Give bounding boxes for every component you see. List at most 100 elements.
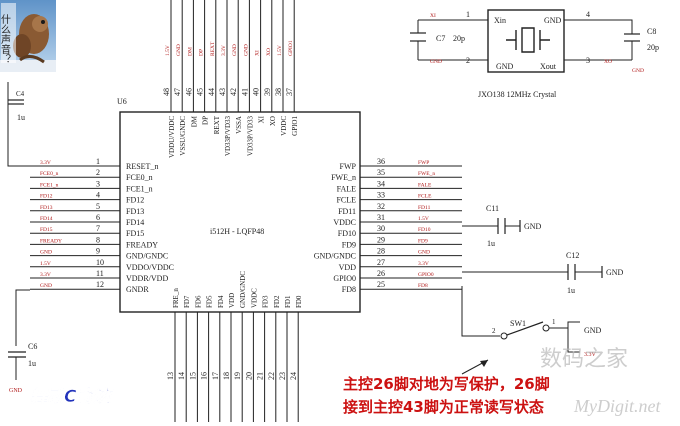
top-pin-name: VSSU/GNDC [179, 116, 187, 156]
right-pin-name: FD10 [338, 229, 356, 238]
left-pin-name: RESET_n [126, 162, 158, 171]
left-pin-name: VDDR/VDD [126, 274, 168, 283]
left-pin-number: 5 [96, 202, 100, 211]
chip-body [119, 111, 361, 313]
right-pin-number: 33 [377, 191, 385, 200]
left-pin-number: 10 [96, 258, 104, 267]
bottom-pin-name: FD5 [206, 295, 214, 308]
top-pin-number: 47 [173, 88, 182, 96]
c4-value: 1u [17, 113, 25, 122]
right-pin-name: FALE [337, 184, 357, 193]
crystal-block: Xin GND GND Xout 1 2 4 3 XI XO JXO138 12… [410, 9, 659, 99]
bottom-pin-group: FRE_n13FD714FD615FD516FD417VDD18GND/GNDC… [166, 271, 303, 422]
left-pin-net: FD12 [40, 194, 53, 200]
bottom-pin-number: 16 [200, 372, 209, 380]
c6-capacitor: C6 1u GND [8, 342, 37, 394]
right-pin-net: GPIO0 [418, 272, 434, 278]
bottom-pin-name: FD7 [183, 295, 191, 308]
right-pin-number: 34 [377, 179, 385, 188]
avatar-caption: 什么声音？ [0, 14, 11, 64]
c11-capacitor: C11 1u GND [462, 204, 542, 248]
top-pin-name: DM [190, 115, 198, 127]
left-pin-name: FCE1_n [126, 184, 153, 193]
crystal-num4: 4 [586, 10, 590, 19]
c12-ref: C12 [566, 251, 579, 260]
right-pin-number: 36 [377, 157, 385, 166]
bottom-pin-name: FD1 [284, 295, 292, 308]
left-pin-net: 3.3V [40, 272, 51, 278]
right-pin-number: 35 [377, 168, 385, 177]
logo-watermark: 舞动C奇迹 [30, 387, 113, 407]
crystal-symbol [506, 27, 550, 53]
top-pin-name: XO [269, 116, 277, 126]
top-pin-net: DP [199, 49, 205, 56]
bottom-pin-number: 22 [267, 372, 276, 380]
crystal-gnd-left: GND [430, 59, 442, 65]
reset-wire [7, 82, 30, 167]
top-pin-number: 43 [218, 88, 227, 96]
site-watermark-cn: 数码之家 [540, 347, 628, 372]
top-pin-net: GPIO1 [288, 40, 294, 56]
right-pin-net: FCLE [418, 194, 432, 200]
bottom-pin-number: 20 [244, 372, 253, 380]
left-pin-name: FD13 [126, 207, 144, 216]
top-pin-number: 39 [263, 88, 272, 96]
bottom-pin-number: 14 [177, 372, 186, 380]
top-pin-net: 3.3V [221, 45, 227, 56]
right-pin-net: 1.5V [418, 216, 429, 222]
top-pin-number: 44 [207, 88, 216, 96]
left-pin-name: FD15 [126, 229, 144, 238]
c12-gnd: GND [606, 268, 624, 277]
bottom-pin-number: 17 [211, 372, 220, 380]
right-pin-number: 31 [377, 213, 385, 222]
right-pin-name: FD9 [342, 240, 356, 249]
left-pin-net: GND [40, 250, 52, 256]
c11-ref: C11 [486, 204, 499, 213]
top-pin-number: 38 [274, 88, 283, 96]
right-pin-net: 3.3V [418, 261, 429, 267]
left-pin-name: FREADY [126, 240, 158, 249]
c11-value: 1u [487, 239, 495, 248]
bottom-pin-name: FD4 [217, 295, 225, 308]
crystal-xi-label: XI [430, 13, 436, 19]
c4-capacitor: C4 1u [8, 90, 25, 122]
crystal-caption: JXO138 12MHz Crystal [478, 90, 557, 99]
right-pin-name: FWP [340, 162, 357, 171]
bottom-pin-name: FD2 [273, 295, 281, 308]
c11-gnd: GND [524, 222, 542, 231]
c7-ref: C7 [436, 34, 445, 43]
top-pin-name: DP [202, 116, 210, 125]
top-pin-net: GND [176, 44, 182, 56]
right-pin-name: GPIO0 [333, 274, 356, 283]
bottom-pin-name: GND/GNDC [239, 271, 247, 308]
right-pin-number: 26 [377, 269, 385, 278]
top-pin-net: GND [243, 44, 249, 56]
top-pin-number: 40 [252, 88, 261, 96]
left-pin-number: 2 [96, 168, 100, 177]
crystal-gnd-right: GND [632, 68, 644, 74]
left-pin-name: GNDR [126, 285, 149, 294]
right-pin-number: 25 [377, 280, 385, 289]
crystal-num3: 3 [586, 56, 590, 65]
left-pin-name: VDDO/VDDC [126, 263, 174, 272]
c12-capacitor: C12 1u GND [462, 251, 624, 295]
top-pin-number: 45 [196, 88, 205, 96]
left-pin-name: GND/GNDC [126, 252, 168, 261]
left-pin-number: 4 [96, 191, 100, 200]
left-pin-number: 8 [96, 235, 100, 244]
bottom-pin-number: 21 [256, 372, 265, 380]
top-pin-number: 46 [184, 88, 193, 96]
right-pin-number: 28 [377, 247, 385, 256]
top-pin-name: VD33P/VD33 [246, 116, 254, 157]
crystal-pin-xin: Xin [494, 16, 506, 25]
c7-value: 20p [453, 34, 465, 43]
sw1-gnd: GND [584, 326, 602, 335]
top-pin-net: DM [187, 47, 193, 56]
left-pin-number: 9 [96, 247, 100, 256]
right-pin-net: FALE [418, 182, 432, 188]
left-pin-net: 1.5V [40, 261, 51, 267]
top-pin-name: VDDC [280, 116, 288, 136]
site-watermark-en: MyDigit.net [573, 396, 661, 416]
annotation-arrowhead [480, 360, 488, 367]
right-pin-net: FWE_n [418, 171, 435, 177]
